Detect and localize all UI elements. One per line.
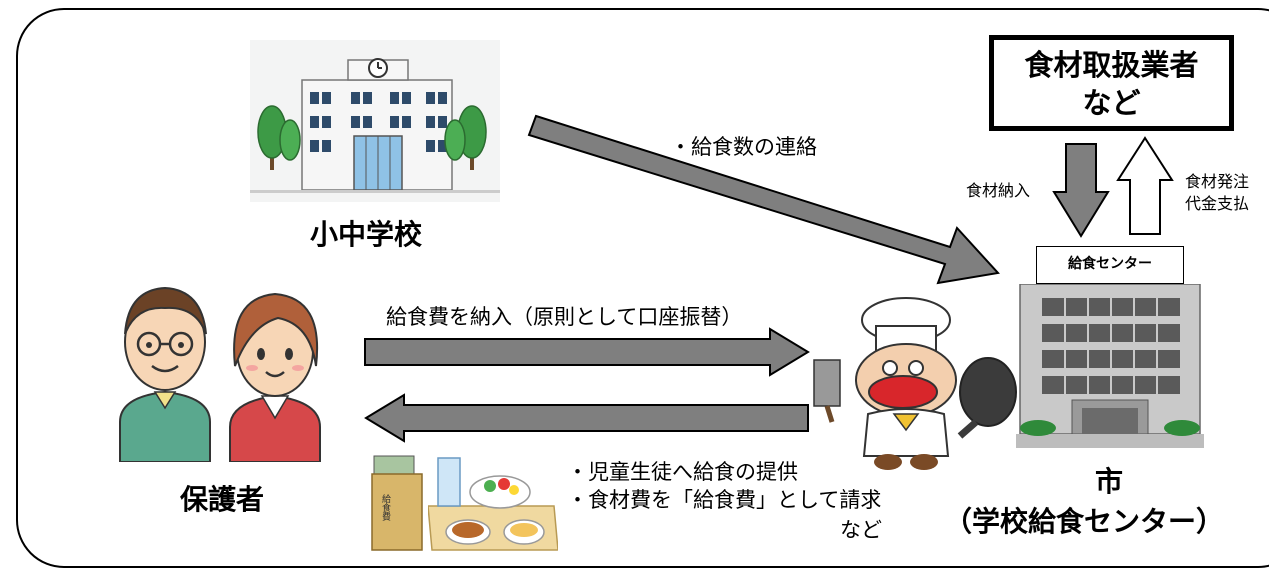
school-lunch-illustration [428,457,558,551]
meal-count-label: ・給食数の連絡 [670,135,817,159]
envelope-illustration [371,455,423,551]
meal-count-arrow [527,114,1000,285]
city-label: 市 [1095,465,1124,498]
parents-illustration [119,286,321,462]
school-label: 小中学校 [310,218,423,251]
city-center-label: （学校給食センター） [944,505,1225,538]
chef-illustration [813,297,1017,470]
center-sign: 給食センター [1036,246,1184,284]
vendor-suffix: など [1082,86,1141,120]
school-building-illustration [250,40,500,202]
provision-etc-label: など [840,518,882,542]
fee-payment-label: 給食費を納入（原則として口座振替） [386,305,743,329]
center-building-illustration [1016,284,1204,448]
vendor-name: 食材取扱業者 [1024,48,1199,82]
order-up-arrow [1116,136,1174,235]
vendor-box: 食材取扱業者 など [989,35,1234,131]
meal-provision-arrow [364,393,809,443]
order-label: 食材発注 [1185,172,1250,191]
payment-label: 代金支払 [1185,194,1250,213]
delivery-label: 食材納入 [966,181,1031,200]
envelope-text: 給食費 [380,494,390,521]
fee-payment-arrow [364,327,810,377]
meal-provision-label: ・児童生徒へ給食の提供 [567,460,798,484]
fee-billing-label: ・食材費を「給食費」として請求 [567,488,882,512]
delivery-down-arrow [1052,143,1110,238]
parents-label: 保護者 [180,483,265,516]
